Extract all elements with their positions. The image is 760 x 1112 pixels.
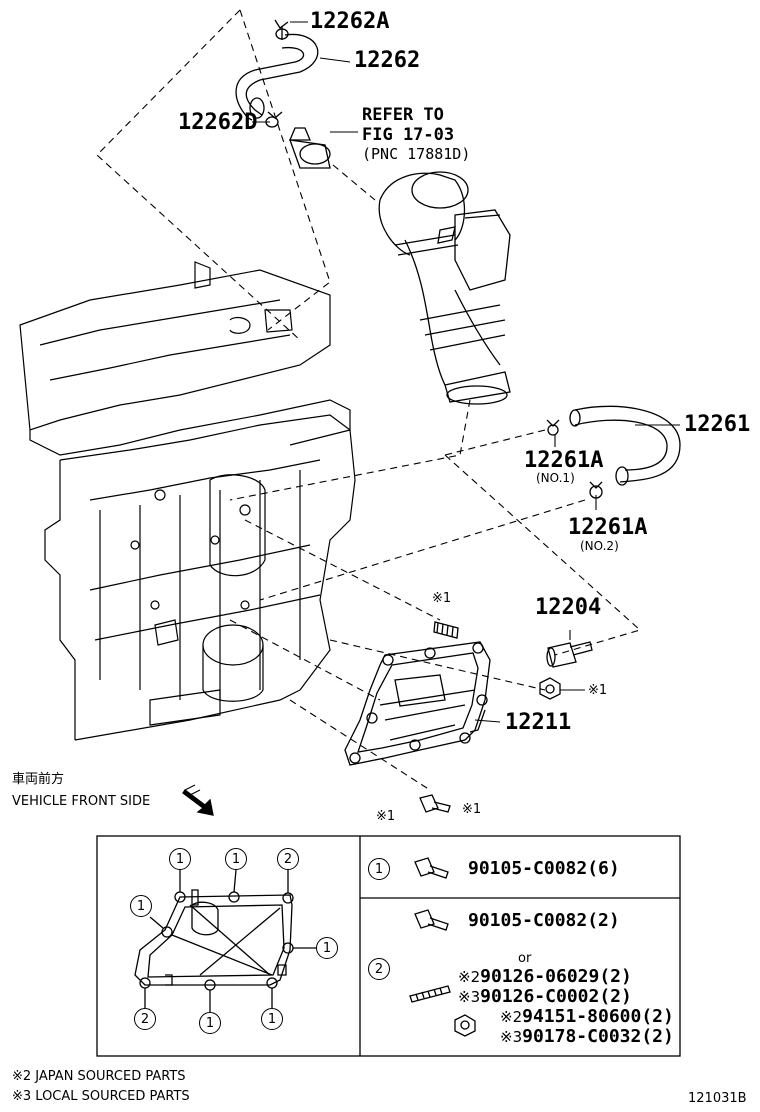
stud-mark: ※1	[432, 591, 452, 606]
table-row1-index: 1	[368, 858, 390, 880]
label-12262D: 12262D	[178, 110, 258, 135]
table-row2-line5-mark: ※3	[500, 1028, 523, 1046]
table-nut-icon	[454, 1014, 476, 1037]
label-12261: 12261	[684, 412, 751, 437]
table-row2-line2-mark: ※2	[458, 968, 481, 986]
refer-line2: FIG 17-03	[362, 125, 455, 145]
table-stud-icon	[409, 985, 451, 1003]
engine-block	[19, 261, 356, 741]
table-row2-line3: ※390126-C0002(2)	[458, 988, 632, 1006]
gasket-callout-bottom-mid: 1	[199, 1012, 221, 1034]
table-row1-part: 90105-C0082(6)	[468, 858, 620, 879]
label-12261A-no1-note: (NO.1)	[536, 471, 575, 485]
table-bolt-icon-row1	[414, 857, 449, 879]
gasket-callout-bottom-left: 2	[134, 1008, 156, 1030]
table-row2-line3-part: 90126-C0002(2)	[480, 986, 632, 1007]
front-direction-arrow-icon	[182, 784, 214, 816]
table-row2-part-a: 90105-C0082(2)	[468, 910, 620, 931]
label-12262A: 12262A	[310, 9, 390, 34]
gasket-callout-top-right: 2	[277, 848, 299, 870]
table-row2-index: 2	[368, 958, 390, 980]
gasket-callout-top-left: 1	[169, 848, 191, 870]
gasket-callout-top-mid: 1	[225, 848, 247, 870]
label-12262: 12262	[354, 48, 421, 73]
front-side-japanese: 車両前方	[12, 772, 65, 787]
bolt-mark: ※1	[462, 802, 482, 817]
gasket-callout-right: 1	[316, 937, 338, 959]
front-side-english: VEHICLE FRONT SIDE	[12, 794, 151, 809]
label-12204: 12204	[535, 595, 602, 620]
table-row2-line4: ※294151-80600(2)	[500, 1008, 674, 1026]
cover-12211	[344, 641, 491, 766]
label-12261A-no2-note: (NO.2)	[580, 539, 619, 553]
footnote-local-sourced: ※3 LOCAL SOURCED PARTS	[12, 1089, 190, 1104]
gasket-callout-bottom-right: 1	[261, 1008, 283, 1030]
table-row2-line4-mark: ※2	[500, 1008, 523, 1026]
nut-mark: ※1	[588, 683, 608, 698]
clip-12261A-no1-icon	[546, 419, 560, 436]
leader-lines	[252, 21, 680, 723]
table-bolt-icon-row2	[414, 909, 449, 931]
label-12211: 12211	[505, 710, 572, 735]
label-12261A-no2: 12261A	[568, 515, 648, 540]
bolt-icon	[419, 794, 451, 813]
figure-id: 121031B	[688, 1091, 747, 1106]
refer-line3: (PNC 17881D)	[362, 145, 471, 163]
table-row2-line3-mark: ※3	[458, 988, 481, 1006]
table-row2-line2: ※290126-06029(2)	[458, 968, 632, 986]
nut-icon	[539, 677, 561, 700]
clip-12262D-icon	[265, 111, 283, 128]
clip-12262A-icon	[274, 19, 289, 40]
clip-12261A-no2-icon	[589, 481, 603, 499]
table-row2-line5: ※390178-C0032(2)	[500, 1028, 674, 1046]
pcv-valve-12204-icon	[546, 641, 593, 668]
table-row2-line5-part: 90178-C0032(2)	[522, 1026, 674, 1047]
stud-bolt-icon	[433, 621, 459, 639]
table-mark: ※1	[376, 809, 396, 824]
gasket-drawing	[134, 869, 316, 1012]
pcv-valve-icon	[289, 127, 331, 169]
hose-12262	[235, 33, 319, 121]
gasket-callout-left: 1	[130, 895, 152, 917]
table-row2-or: or	[518, 951, 532, 966]
dashed-leader-lines	[96, 9, 642, 791]
table-row2-line2-part: 90126-06029(2)	[480, 966, 632, 987]
footnote-japan-sourced: ※2 JAPAN SOURCED PARTS	[12, 1069, 186, 1084]
label-12261A-no1: 12261A	[524, 448, 604, 473]
air-intake-hose	[378, 171, 511, 405]
refer-line1: REFER TO	[362, 105, 444, 125]
bolt-table-frame	[96, 835, 681, 1057]
table-row2-line4-part: 94151-80600(2)	[522, 1006, 674, 1027]
hose-12261	[569, 405, 681, 486]
